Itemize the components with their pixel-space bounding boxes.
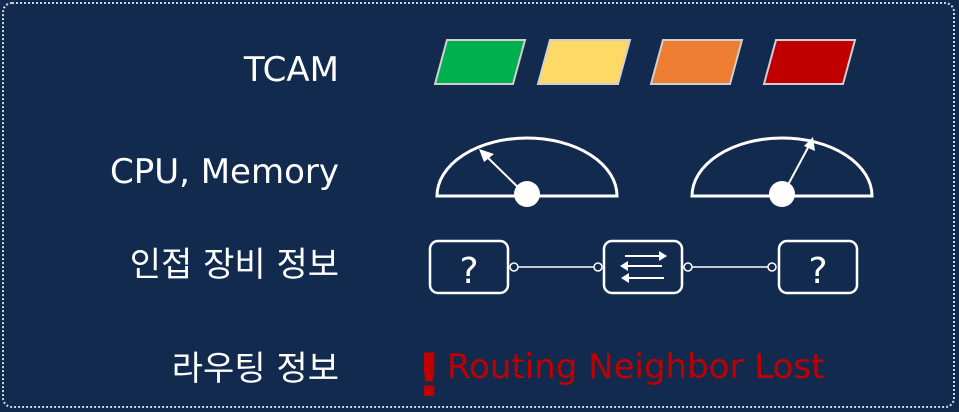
tcam-level-orange: [649, 39, 744, 85]
tcam-level-red: [762, 39, 857, 85]
diagram-frame: [2, 2, 955, 408]
unknown-device-left: [428, 239, 510, 295]
tcam-level-green: [433, 39, 527, 85]
cpu-memory-label: CPU, Memory: [109, 152, 339, 192]
tcam-level-yellow: [536, 39, 632, 85]
unknown-device-right-label: ?: [808, 251, 827, 292]
switch-icon: [602, 239, 684, 295]
alert-icon: !: [415, 341, 442, 411]
cpu-gauge-icon: [435, 136, 619, 207]
unknown-device-left-label: ?: [459, 251, 478, 292]
unknown-device-right: [777, 239, 859, 295]
routing-status-text: Routing Neighbor Lost: [447, 347, 825, 387]
memory-gauge-icon: [690, 136, 874, 207]
neighbor-info-label: 인접 장비 정보: [129, 245, 339, 285]
neighbor-topology: ? ?: [428, 239, 859, 295]
routing-info-label: 라우팅 정보: [171, 349, 339, 389]
tcam-label: TCAM: [243, 50, 339, 90]
